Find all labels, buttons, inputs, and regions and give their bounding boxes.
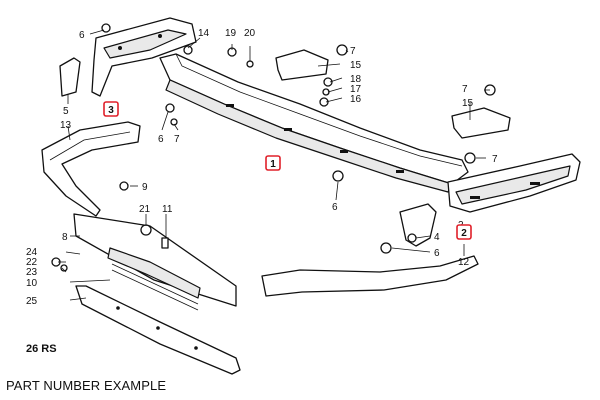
bracket-4 bbox=[399, 203, 437, 247]
label-17: 17 bbox=[350, 84, 362, 95]
label-7-mid: 7 bbox=[174, 134, 180, 145]
label-6-mid: 6 bbox=[158, 134, 164, 145]
callout-1[interactable]: 1 bbox=[265, 155, 281, 171]
label-11: 11 bbox=[162, 204, 173, 215]
part-labels: 6 14 19 20 7 15 18 17 16 5 13 7 15 6 7 7… bbox=[26, 28, 498, 307]
label-8: 8 bbox=[62, 232, 68, 243]
label-14: 14 bbox=[198, 28, 210, 39]
lower-bumper-piece-25 bbox=[75, 285, 241, 375]
label-16: 16 bbox=[350, 94, 362, 105]
callout-3-label: 3 bbox=[108, 105, 114, 116]
bumper-carrier-part-1 bbox=[159, 53, 469, 193]
label-7-right: 7 bbox=[462, 84, 468, 95]
caption: PART NUMBER EXAMPLE bbox=[6, 378, 167, 393]
center-grille-8 bbox=[73, 213, 237, 311]
label-18: 18 bbox=[350, 74, 362, 85]
label-12: 12 bbox=[458, 257, 470, 268]
callout-3[interactable]: 3 bbox=[103, 101, 119, 117]
label-4: 4 bbox=[434, 232, 440, 243]
fastener-screws bbox=[51, 23, 496, 272]
upper-right-bracket-15a bbox=[275, 49, 329, 81]
label-5: 5 bbox=[63, 106, 69, 117]
label-19: 19 bbox=[225, 28, 237, 39]
label-20: 20 bbox=[244, 28, 256, 39]
right-bumper-section-part-2 bbox=[447, 153, 581, 213]
figure-code: 26 RS bbox=[26, 343, 57, 355]
label-10: 10 bbox=[26, 278, 38, 289]
callout-2[interactable]: 2 bbox=[456, 224, 472, 240]
leader-lines bbox=[58, 29, 490, 301]
left-support-bracket bbox=[91, 17, 197, 97]
label-24: 24 bbox=[26, 247, 38, 258]
label-15-top: 15 bbox=[350, 60, 362, 71]
label-13: 13 bbox=[60, 120, 72, 131]
label-15-right: 15 bbox=[462, 98, 474, 109]
label-9: 9 bbox=[142, 182, 148, 193]
left-corner-trim-13 bbox=[41, 121, 141, 217]
callout-2-label: 2 bbox=[461, 228, 467, 239]
label-7-lower-right: 7 bbox=[492, 154, 498, 165]
label-25: 25 bbox=[26, 296, 38, 307]
label-6-top-left: 6 bbox=[79, 30, 85, 41]
label-6-center: 6 bbox=[332, 202, 338, 213]
label-6-lower-right: 6 bbox=[434, 248, 440, 259]
label-21: 21 bbox=[139, 204, 151, 215]
label-23: 23 bbox=[26, 267, 38, 278]
rubber-side-piece-5 bbox=[59, 57, 81, 97]
upper-right-bracket-15b bbox=[451, 107, 511, 139]
right-trim-strip-12 bbox=[261, 255, 479, 297]
label-22: 22 bbox=[26, 257, 38, 268]
callout-1-label: 1 bbox=[270, 159, 276, 170]
label-7-top: 7 bbox=[350, 46, 356, 57]
